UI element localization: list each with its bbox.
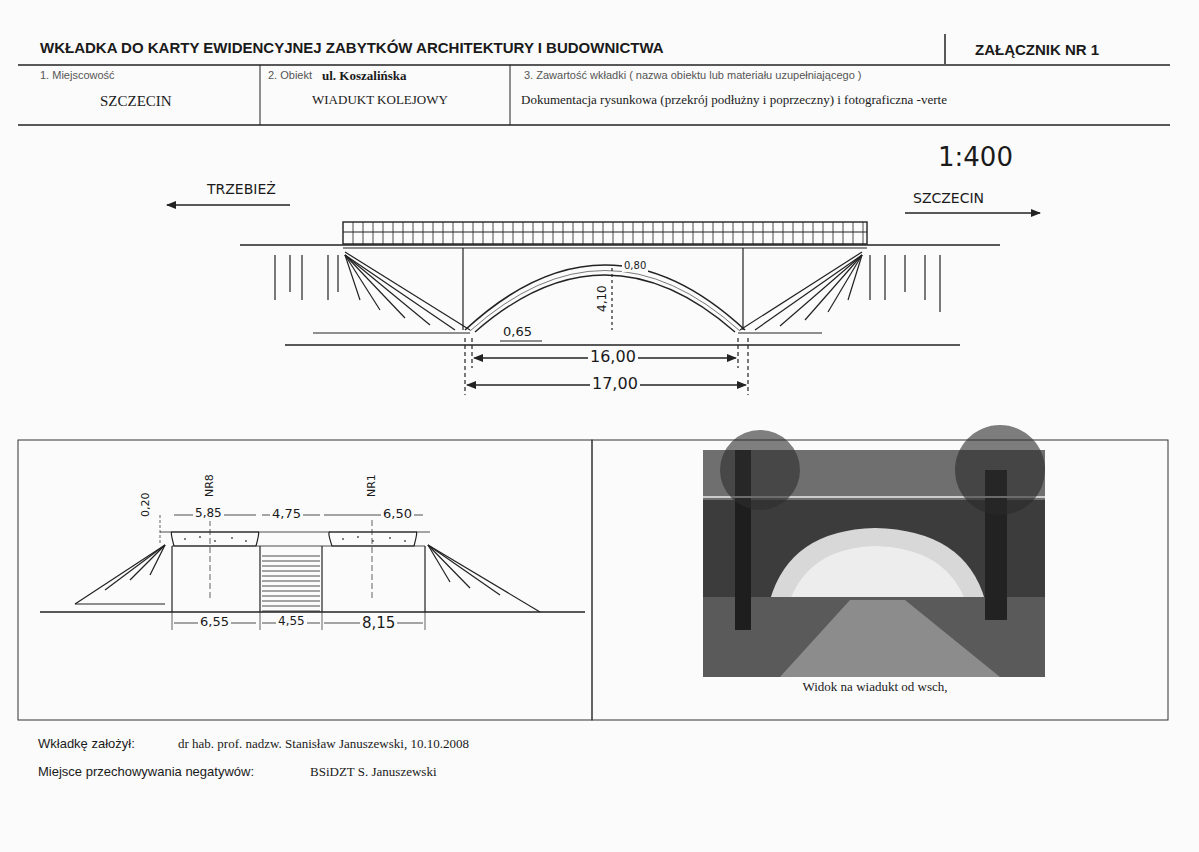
header-cell: 1. MiejscowośćSZCZECIN xyxy=(18,65,260,125)
cell-heading: 3. Zawartość wkładki ( nazwa obiektu lub… xyxy=(524,69,862,82)
dimension: 6,50 xyxy=(381,507,414,522)
viaduct-elevation xyxy=(240,222,1000,395)
scale-note: 1:400 xyxy=(938,143,1013,173)
dimension: 8,15 xyxy=(360,615,397,632)
footer-label: Miejsce przechowywania negatywów: xyxy=(38,765,254,780)
header-rules xyxy=(18,34,1170,125)
dimension: 4,75 xyxy=(270,507,303,522)
document-title: WKŁADKA DO KARTY EWIDENCYJNEJ ZABYTKÓW A… xyxy=(40,39,664,56)
dimension: 16,00 xyxy=(588,348,638,366)
dimension: 4,55 xyxy=(276,615,307,629)
cell-value: SZCZECIN xyxy=(100,93,172,110)
direction-label: SZCZECIN xyxy=(913,190,984,206)
track-number: NR1 xyxy=(366,474,379,497)
track-number: NR8 xyxy=(204,474,217,497)
direction-arrows xyxy=(167,205,1040,213)
cell-value: ul. Koszalińska xyxy=(322,69,407,84)
dimension: 0,20 xyxy=(140,493,153,518)
cell-value: WIADUKT KOLEJOWY xyxy=(312,93,448,108)
photo-caption: Widok na wiadukt od wsch, xyxy=(803,680,948,695)
annex-number: ZAŁĄCZNIK NR 1 xyxy=(975,41,1099,58)
cell-heading: 1. Miejscowość xyxy=(40,69,115,82)
dimension: 5,85 xyxy=(193,507,224,521)
header-cell: 2. Obiekt ul. KoszalińskaWIADUKT KOLEJOWY xyxy=(260,65,510,125)
dimension: 0,80 xyxy=(622,260,648,272)
cell-heading: 2. Obiekt xyxy=(268,69,312,82)
direction-label: TRZEBIEŻ xyxy=(207,181,276,197)
dimension: 0,65 xyxy=(503,325,532,340)
footer-label: Wkładkę założył: xyxy=(38,737,135,752)
dimension: 17,00 xyxy=(590,375,640,393)
dimension: 4,10 xyxy=(596,283,610,314)
dimension: 6,55 xyxy=(198,615,231,630)
footer-value: BSiDZT S. Januszewski xyxy=(310,765,437,780)
header-cell: 3. Zawartość wkładki ( nazwa obiektu lub… xyxy=(510,65,1170,125)
viaduct-cross-section xyxy=(40,515,585,630)
photograph xyxy=(703,425,1045,677)
cell-value: Dokumentacja rysunkowa (przekrój podłużn… xyxy=(521,93,947,108)
footer-value: dr hab. prof. nadzw. Stanisław Januszews… xyxy=(178,737,469,752)
